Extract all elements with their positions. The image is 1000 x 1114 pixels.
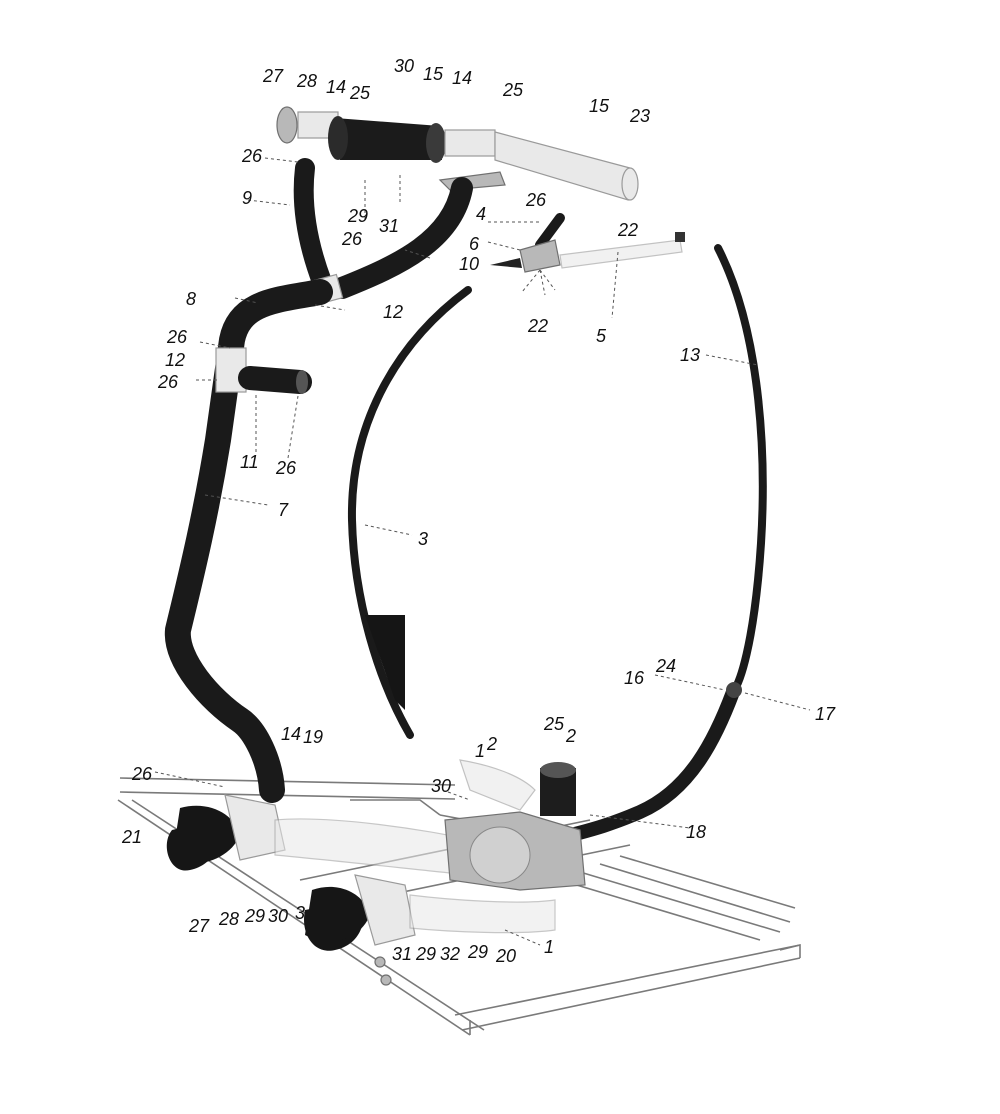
callout-28: 28 xyxy=(218,909,239,929)
muffler-body xyxy=(335,118,442,160)
callout-26: 26 xyxy=(166,327,188,347)
callout-29: 29 xyxy=(347,206,368,226)
callout-14: 14 xyxy=(326,77,346,97)
callout-25: 25 xyxy=(502,80,524,100)
pipe-5 xyxy=(559,239,683,269)
callout-26: 26 xyxy=(341,229,363,249)
callout-29: 29 xyxy=(244,906,265,926)
callout-25: 25 xyxy=(349,83,371,103)
callout-30: 30 xyxy=(268,906,288,926)
callout-27: 27 xyxy=(188,916,210,936)
callout-17: 17 xyxy=(815,704,836,724)
clamp-16 xyxy=(726,682,742,698)
fitting-22 xyxy=(675,232,685,242)
callout-10: 10 xyxy=(459,254,479,274)
leader-lines xyxy=(154,157,811,946)
upper-fittings xyxy=(490,213,685,273)
callout-32: 32 xyxy=(440,944,460,964)
callout-2: 2 xyxy=(486,734,497,754)
callout-24: 24 xyxy=(655,656,676,676)
callout-18: 18 xyxy=(686,822,706,842)
pipe-20 xyxy=(409,894,556,934)
hose-10 xyxy=(331,177,473,299)
callout-7: 7 xyxy=(278,500,289,520)
part-1 xyxy=(459,759,536,811)
hose-18-path xyxy=(568,685,740,841)
main-down-pipe xyxy=(164,279,333,803)
hose-13-path xyxy=(714,244,767,696)
callout-22: 22 xyxy=(527,316,548,336)
callout-9: 9 xyxy=(242,188,252,208)
callout-15: 15 xyxy=(589,96,610,116)
fitting-6 xyxy=(519,239,561,273)
hose-8-7 xyxy=(164,279,333,803)
callout-12: 12 xyxy=(383,302,403,322)
callout-2: 2 xyxy=(565,726,576,746)
callout-26: 26 xyxy=(131,764,153,784)
heat-shield xyxy=(365,615,405,710)
callout-3: 3 xyxy=(295,903,305,923)
callout-labels: 27 28 14 25 30 15 14 25 15 23 26 9 26 29… xyxy=(121,56,836,966)
callout-29: 29 xyxy=(415,944,436,964)
callout-20: 20 xyxy=(495,946,516,966)
clamp-right xyxy=(444,129,496,157)
hose-13 xyxy=(568,244,767,841)
callout-21: 21 xyxy=(121,827,142,847)
callout-8: 8 xyxy=(186,289,196,309)
callout-5: 5 xyxy=(596,326,607,346)
callout-13: 13 xyxy=(680,345,700,365)
callout-31: 31 xyxy=(392,944,412,964)
muffler-assembly xyxy=(276,106,639,201)
callout-14: 14 xyxy=(281,724,301,744)
callout-16: 16 xyxy=(624,668,645,688)
hose-3-path xyxy=(347,286,472,739)
lower-assembly xyxy=(166,759,586,986)
hose-9 xyxy=(293,158,332,292)
callout-26: 26 xyxy=(525,190,547,210)
callout-26: 26 xyxy=(157,372,179,392)
callout-26: 26 xyxy=(275,458,297,478)
callout-12: 12 xyxy=(165,350,185,370)
callout-3: 3 xyxy=(418,529,428,549)
callout-30: 30 xyxy=(394,56,414,76)
pipe-assembly xyxy=(274,818,471,876)
callout-30: 30 xyxy=(431,776,451,796)
callout-1: 1 xyxy=(544,937,554,957)
callout-6: 6 xyxy=(469,234,480,254)
hose-4 xyxy=(535,213,565,250)
end-cap-left xyxy=(276,106,298,144)
tailpipe xyxy=(494,131,631,201)
callout-31: 31 xyxy=(379,216,399,236)
callout-27: 27 xyxy=(262,66,284,86)
callout-25: 25 xyxy=(543,714,565,734)
hose-11 xyxy=(238,366,312,394)
callout-29: 29 xyxy=(467,942,488,962)
callout-28: 28 xyxy=(296,71,317,91)
callout-11: 11 xyxy=(240,452,259,472)
hose-3 xyxy=(347,286,472,739)
callout-4: 4 xyxy=(476,204,486,224)
callout-1: 1 xyxy=(475,741,485,761)
flange-31 xyxy=(354,874,416,946)
callout-26: 26 xyxy=(241,146,263,166)
callout-14: 14 xyxy=(452,68,472,88)
callout-15: 15 xyxy=(423,64,444,84)
callout-19: 19 xyxy=(303,727,323,747)
callout-23: 23 xyxy=(629,106,650,126)
callout-22: 22 xyxy=(617,220,638,240)
